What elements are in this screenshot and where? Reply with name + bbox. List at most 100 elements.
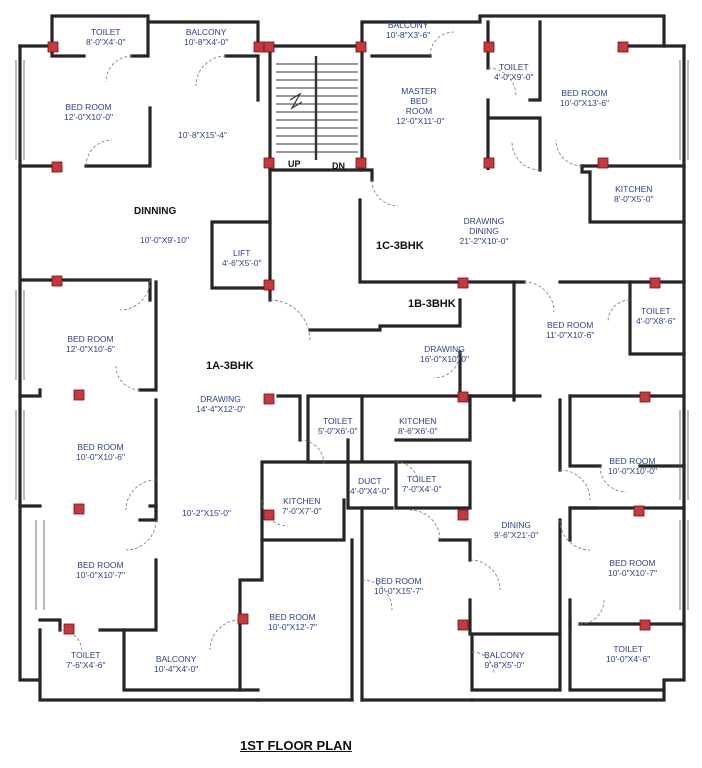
column <box>617 41 629 53</box>
column <box>457 277 469 289</box>
door-swing <box>85 139 113 167</box>
wall-bed-c2 <box>238 538 354 702</box>
wall-bed-c3 <box>360 506 472 702</box>
wall-1c-bottom <box>358 198 686 284</box>
wall-bed-l3 <box>38 558 158 632</box>
wall-1a-right <box>154 394 302 522</box>
outer-wall-right <box>470 44 686 702</box>
door-swing <box>209 619 241 651</box>
column <box>51 161 63 173</box>
windows <box>15 60 689 610</box>
window <box>35 520 45 610</box>
door-swing <box>559 519 591 551</box>
door-swing <box>119 279 151 311</box>
columns <box>47 41 661 635</box>
wall-balcony-tl <box>224 54 260 102</box>
door-swing <box>555 139 583 167</box>
label-dinning-name: DINNING <box>134 206 177 217</box>
column <box>457 509 469 521</box>
window <box>15 410 25 500</box>
window <box>679 60 689 160</box>
column <box>47 41 59 53</box>
door-swing <box>579 599 605 625</box>
door-swing <box>105 55 133 83</box>
column <box>63 623 75 635</box>
column <box>263 157 275 169</box>
wall-bed-r2 <box>568 394 686 542</box>
door-swing <box>395 461 419 485</box>
label-lobby: 10'-8"X15'-4" <box>178 130 227 140</box>
column <box>457 391 469 403</box>
wall-toilet-tr <box>486 20 542 172</box>
column <box>633 505 645 517</box>
door-swing <box>511 141 541 171</box>
column <box>639 619 651 631</box>
label-stair-up: UP <box>288 159 301 169</box>
label-unit-1c: 1C-3BHK <box>376 240 424 252</box>
wall-drawing-1b <box>308 298 516 398</box>
wall-master <box>360 54 432 182</box>
column <box>263 393 275 405</box>
column <box>253 41 265 53</box>
window <box>679 410 689 500</box>
door-swing <box>523 281 555 313</box>
column <box>355 41 367 53</box>
door-swing <box>487 67 517 97</box>
wall-bed-r3 <box>568 506 686 632</box>
column <box>73 503 85 515</box>
door-swing <box>471 651 495 675</box>
column <box>597 157 609 169</box>
door-swing <box>115 365 141 391</box>
plan-title: 1ST FLOOR PLAN <box>240 738 352 753</box>
wall-bed-mr <box>512 280 686 398</box>
label-unit-1a: 1A-3BHK <box>206 360 254 372</box>
window <box>15 290 25 380</box>
column <box>649 277 661 289</box>
column <box>483 157 495 169</box>
door-swing <box>269 299 311 341</box>
column <box>457 619 469 631</box>
stair-arrow <box>289 92 303 110</box>
wall-toilet-mr <box>628 280 686 356</box>
outer-wall-top-left <box>18 14 272 48</box>
column <box>483 41 495 53</box>
column <box>73 389 85 401</box>
door-swing <box>607 299 631 323</box>
staircase <box>276 56 358 160</box>
wall-dining-r <box>468 394 562 636</box>
door-swing <box>125 519 157 551</box>
window <box>679 520 689 610</box>
door-swing <box>469 559 501 591</box>
door-swing <box>195 55 227 87</box>
wall-stair <box>268 44 364 172</box>
window <box>15 60 25 160</box>
column <box>263 509 275 521</box>
door-swing <box>559 469 591 501</box>
door-swing <box>59 629 83 653</box>
